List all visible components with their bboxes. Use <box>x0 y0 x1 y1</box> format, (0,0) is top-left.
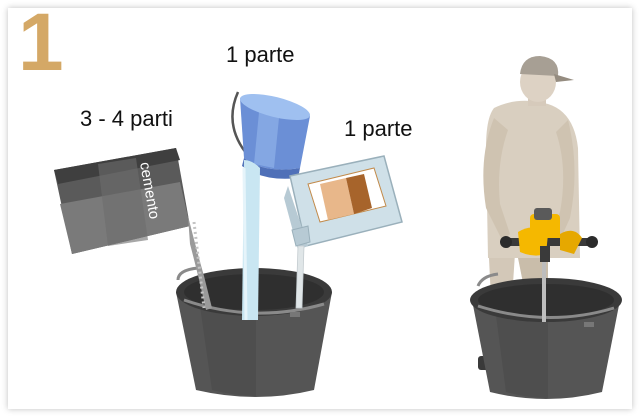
water-stream <box>242 160 260 320</box>
step-number: 1 <box>18 8 64 84</box>
cement-ratio-label: 3 - 4 parti <box>80 106 173 132</box>
water-ratio-label: 1 parte <box>226 42 295 68</box>
additive-canister <box>284 156 402 250</box>
mixer-shaft <box>542 258 546 322</box>
cement-bag: cemento <box>54 148 190 254</box>
additive-ratio-label: 1 parte <box>344 116 413 142</box>
cap <box>520 56 558 76</box>
mixing-illustration: cemento <box>8 8 632 409</box>
instruction-panel: cemento <box>8 8 632 409</box>
